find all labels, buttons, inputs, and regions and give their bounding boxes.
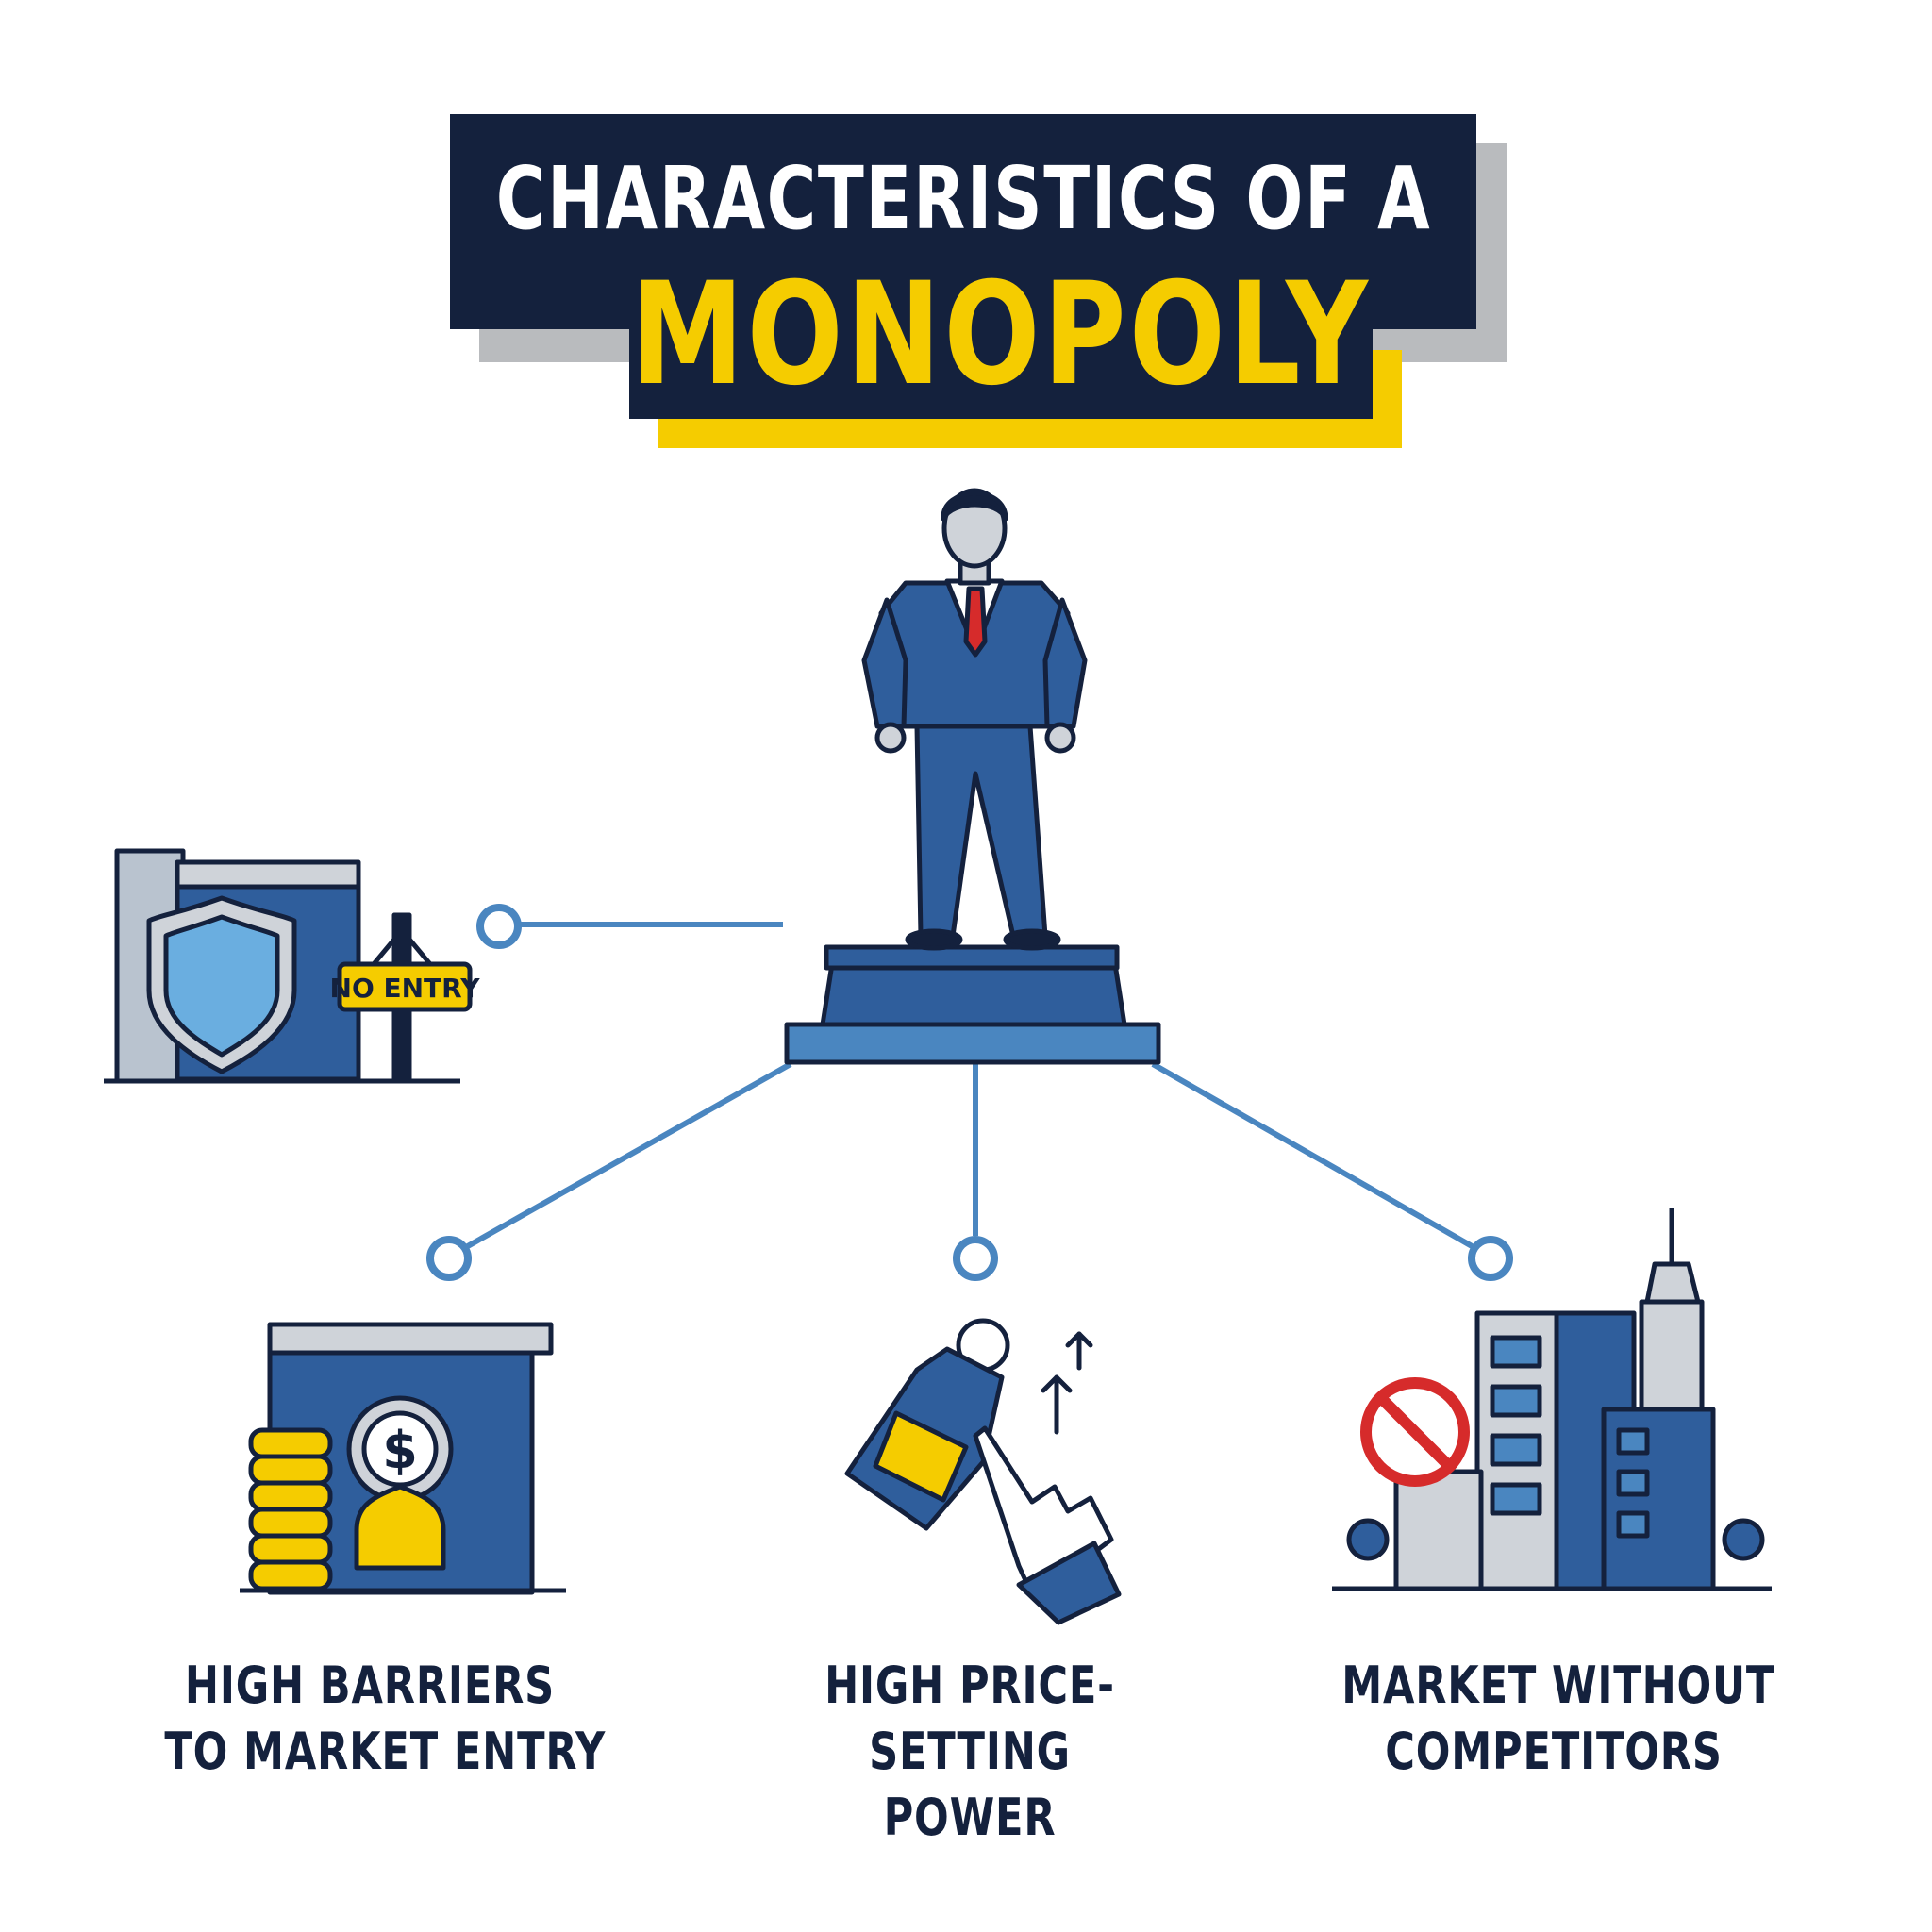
- dollar-icon: $: [382, 1421, 418, 1480]
- title-banner: CHARACTERISTICS OF A MONOPOLY: [0, 0, 1932, 462]
- node-item-2: [1468, 1236, 1513, 1281]
- item-label-2-line-0: MARKET WITHOUT: [1341, 1656, 1775, 1715]
- no-entry-sign: NO ENTRY: [330, 961, 481, 1012]
- item-label-1-line-1: SETTING: [869, 1722, 1071, 1781]
- title-line-1: CHARACTERISTICS OF A: [495, 147, 1431, 249]
- item-label-1: HIGH PRICE- SETTING POWER: [791, 1653, 1150, 1851]
- title-box-bottom: MONOPOLY: [629, 253, 1373, 419]
- node-left: [476, 904, 522, 949]
- no-entry-text: NO ENTRY: [330, 973, 481, 1004]
- item-label-0-line-0: HIGH BARRIERS: [184, 1656, 556, 1715]
- title-line-2: MONOPOLY: [630, 253, 1372, 417]
- price-tag-hand-arrows-icon: [844, 1318, 1122, 1625]
- businessman-on-pedestal-icon: [784, 488, 1161, 1065]
- item-label-0-line-1: TO MARKET ENTRY: [164, 1722, 607, 1781]
- item-label-2-line-1: COMPETITORS: [1385, 1722, 1723, 1781]
- buildings-prohibited-icon: [1332, 1208, 1772, 1591]
- item-label-1-line-2: POWER: [883, 1788, 1057, 1847]
- node-item-0: [426, 1236, 472, 1281]
- item-label-0: HIGH BARRIERS TO MARKET ENTRY: [164, 1653, 607, 1785]
- node-item-1: [953, 1236, 998, 1281]
- item-label-2: MARKET WITHOUT COMPETITORS: [1341, 1653, 1775, 1785]
- shield-wall-no-entry-icon: [104, 848, 460, 1084]
- brick-wall-coins-dollar-icon: [240, 1322, 566, 1595]
- item-label-1-line-0: HIGH PRICE-: [824, 1656, 1115, 1715]
- connector-nodes: [426, 904, 1513, 1281]
- connector-lines: [464, 922, 1475, 1250]
